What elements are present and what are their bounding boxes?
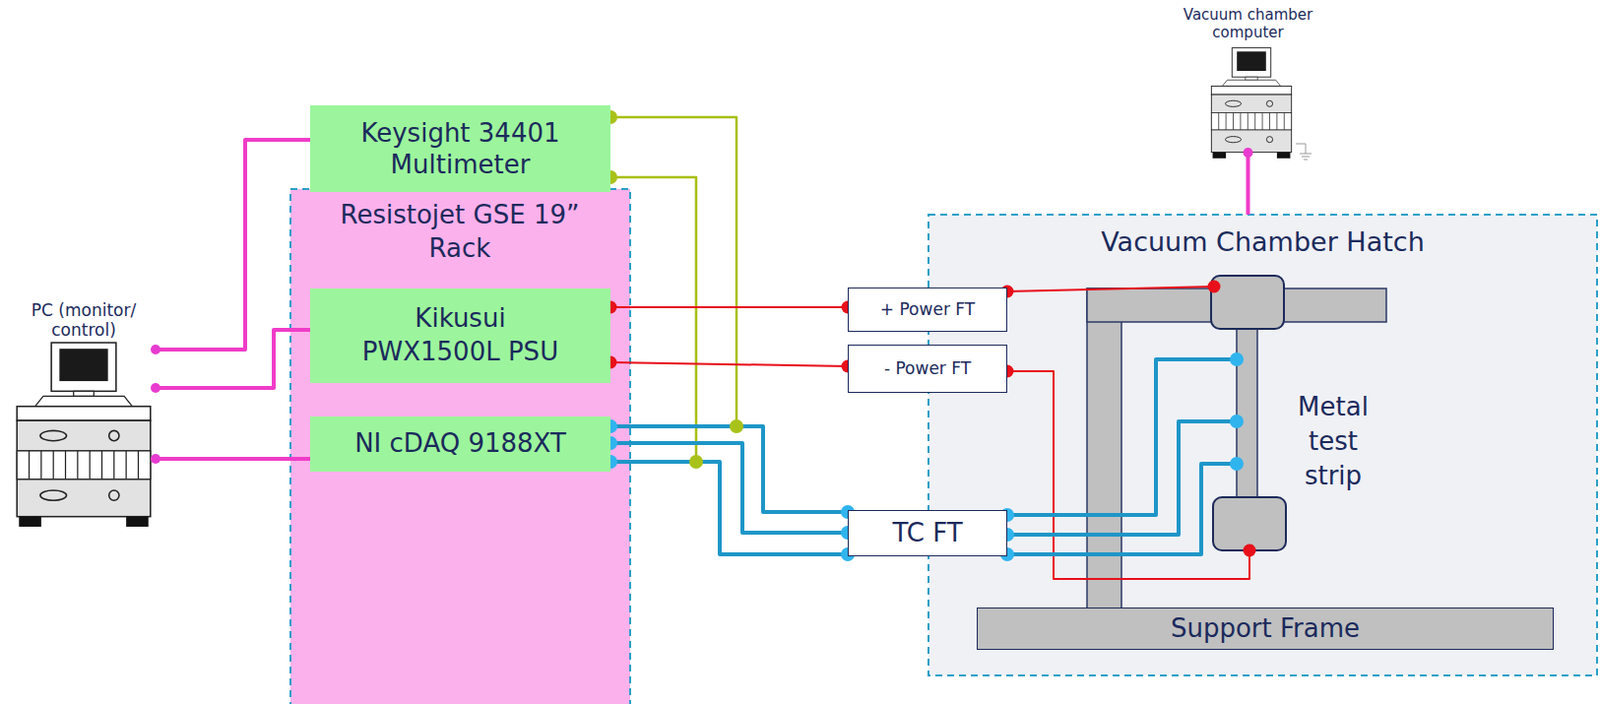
equipment-box: TC FT — [847, 510, 1008, 557]
equipment-box: + Power FT — [847, 287, 1008, 332]
ground-symbol — [1295, 143, 1312, 160]
wire — [610, 426, 848, 512]
rack-fill — [290, 189, 631, 704]
terminal-dot — [150, 383, 161, 393]
support-post — [1087, 288, 1122, 610]
top-clamp — [1211, 275, 1284, 329]
node-label: Vacuum chamber computer — [1171, 5, 1325, 42]
node-label: - Power FT — [884, 358, 971, 379]
wire — [1007, 371, 1250, 579]
terminal-dot — [1229, 352, 1244, 367]
wire — [610, 461, 848, 555]
terminal-dot — [729, 419, 744, 434]
equipment-box: Kikusui PWX1500L PSU — [310, 288, 611, 384]
wire — [155, 456, 311, 461]
node-label: PC (monitor/ control) — [11, 300, 156, 341]
wire — [610, 362, 848, 367]
terminal-dot — [689, 454, 704, 469]
wire — [610, 177, 848, 555]
equipment-box: NI cDAQ 9188XT — [310, 416, 611, 472]
node-label: TC FT — [892, 517, 962, 549]
node-label: Kikusui PWX1500L PSU — [353, 302, 569, 370]
rack-outline — [290, 189, 631, 704]
node-label: NI cDAQ 9188XT — [354, 428, 567, 459]
labelled-region: Vacuum Chamber Hatch+ Power FT- Power FT… — [928, 214, 1598, 676]
node-label: Vacuum Chamber Hatch — [928, 214, 1598, 258]
labelled-region: Metal test strip — [1209, 273, 1379, 552]
wire — [1007, 463, 1237, 555]
hatch-region — [928, 214, 1598, 676]
metal-strip — [1236, 324, 1258, 501]
labelled-region: PC (monitor/ control) — [11, 300, 156, 529]
terminal-dot — [1243, 544, 1257, 558]
wire — [610, 443, 848, 533]
labelled-region: Resistojet GSE 19” RackKikusui PWX1500L … — [290, 189, 631, 704]
node-label: Metal test strip — [1285, 273, 1381, 494]
computer-icon — [1211, 48, 1291, 159]
bottom-clamp — [1213, 497, 1286, 551]
equipment-box: Support Frame — [976, 607, 1554, 650]
terminal-dot — [150, 453, 161, 464]
node-label: Keysight 34401 Multimeter — [318, 117, 604, 182]
terminal-dot — [150, 344, 161, 355]
equipment-box: - Power FT — [847, 344, 1008, 393]
terminal-dot — [1229, 456, 1244, 471]
terminal-dot — [1243, 147, 1254, 158]
wire — [1246, 152, 1251, 215]
wire — [155, 329, 311, 388]
wire — [1007, 286, 1215, 292]
node-label: Support Frame — [1170, 613, 1360, 644]
wire — [610, 306, 848, 309]
labelled-region: Vacuum chamber computer — [1171, 5, 1325, 156]
node-label: + Power FT — [880, 299, 975, 320]
terminal-dot — [1229, 414, 1244, 429]
pc-icon — [16, 342, 151, 527]
wire — [155, 139, 311, 350]
node-label: Resistojet GSE 19” Rack — [321, 189, 598, 266]
equipment-box: Keysight 34401 Multimeter — [310, 105, 611, 192]
terminal-dot — [1208, 280, 1221, 294]
